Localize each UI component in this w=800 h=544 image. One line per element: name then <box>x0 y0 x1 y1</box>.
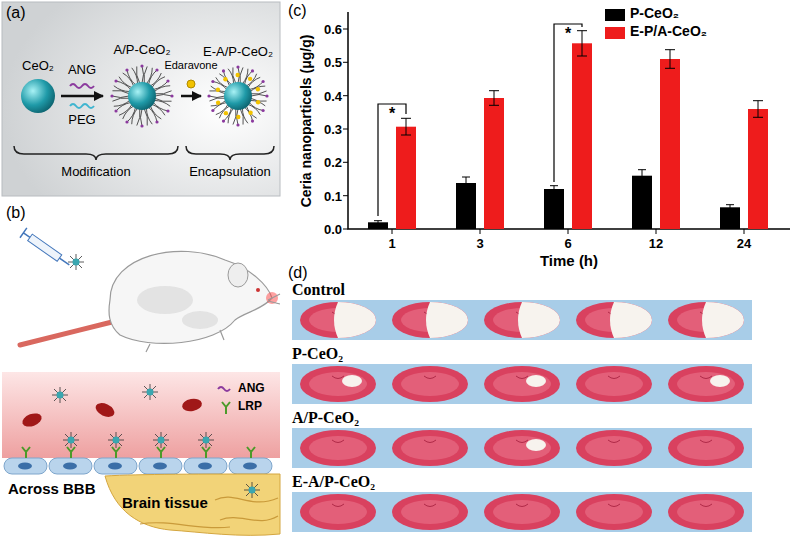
syringe <box>20 228 73 270</box>
tick-label: 0.0 <box>324 222 342 237</box>
particle-node: E-A/P-CeO₂ <box>201 44 275 132</box>
process-arrow <box>181 95 201 98</box>
node-label: E-A/P-CeO₂ <box>201 44 275 60</box>
annotation-label: Edaravone <box>164 59 217 71</box>
node-label: A/P-CeO₂ <box>103 42 181 58</box>
legend-swatch <box>605 9 625 21</box>
annotation-label: PEG <box>68 112 95 127</box>
tick-label: 6 <box>564 236 571 251</box>
annotation-label: Encapsulation <box>189 164 271 179</box>
tick-label: 24 <box>737 236 751 251</box>
particle-figure <box>202 60 274 132</box>
axis-title: Ceria nanoparticels (μg/g) <box>298 35 314 208</box>
brain-slices <box>292 300 752 532</box>
particle-figure <box>104 58 180 134</box>
region-label: Brain tissue <box>122 494 208 511</box>
legend-label: E-P/A-CeO₂ <box>630 23 707 39</box>
process-arrow <box>61 95 103 98</box>
axis-title: Time (h) <box>540 252 598 269</box>
tick-label: 0.6 <box>324 22 342 37</box>
tick-label: 0.3 <box>324 122 342 137</box>
panel-letter: (c) <box>288 2 307 20</box>
tick-label: 0.1 <box>324 188 342 203</box>
panel-letter: (d) <box>288 264 308 282</box>
tick-label: 0.4 <box>324 88 342 103</box>
row-label: E-A/P-CeO₂ <box>292 473 375 491</box>
legend-label: P-CeO₂ <box>630 5 679 21</box>
significance-mark: * <box>565 25 571 43</box>
tick-label: 0.2 <box>324 155 342 170</box>
tick-label: 12 <box>649 236 663 251</box>
panel-b-art <box>2 228 280 535</box>
annotation-label: ANG <box>68 62 96 77</box>
row-label: P-CeO₂ <box>292 345 343 363</box>
tick-label: 3 <box>476 236 483 251</box>
region-label: Across BBB <box>8 480 96 497</box>
annotation-label: Modification <box>61 164 130 179</box>
particle-figure <box>16 74 60 118</box>
panel-letter: (a) <box>6 4 26 22</box>
legend-swatch <box>605 27 625 39</box>
panel-a-art <box>2 2 280 196</box>
bar-chart <box>343 12 790 234</box>
particle-node: A/P-CeO₂ <box>103 42 181 134</box>
tick-label: 1 <box>388 236 395 251</box>
particle-node: CeO₂ <box>15 58 61 118</box>
legend-label: LRP <box>238 399 262 413</box>
tick-label: 0.5 <box>324 55 342 70</box>
panel-letter: (b) <box>6 204 26 222</box>
legend-label: ANG <box>238 381 265 395</box>
significance-mark: * <box>389 105 395 123</box>
row-label: A/P-CeO₂ <box>292 409 359 427</box>
row-label: Control <box>292 281 345 299</box>
node-label: CeO₂ <box>15 58 61 74</box>
